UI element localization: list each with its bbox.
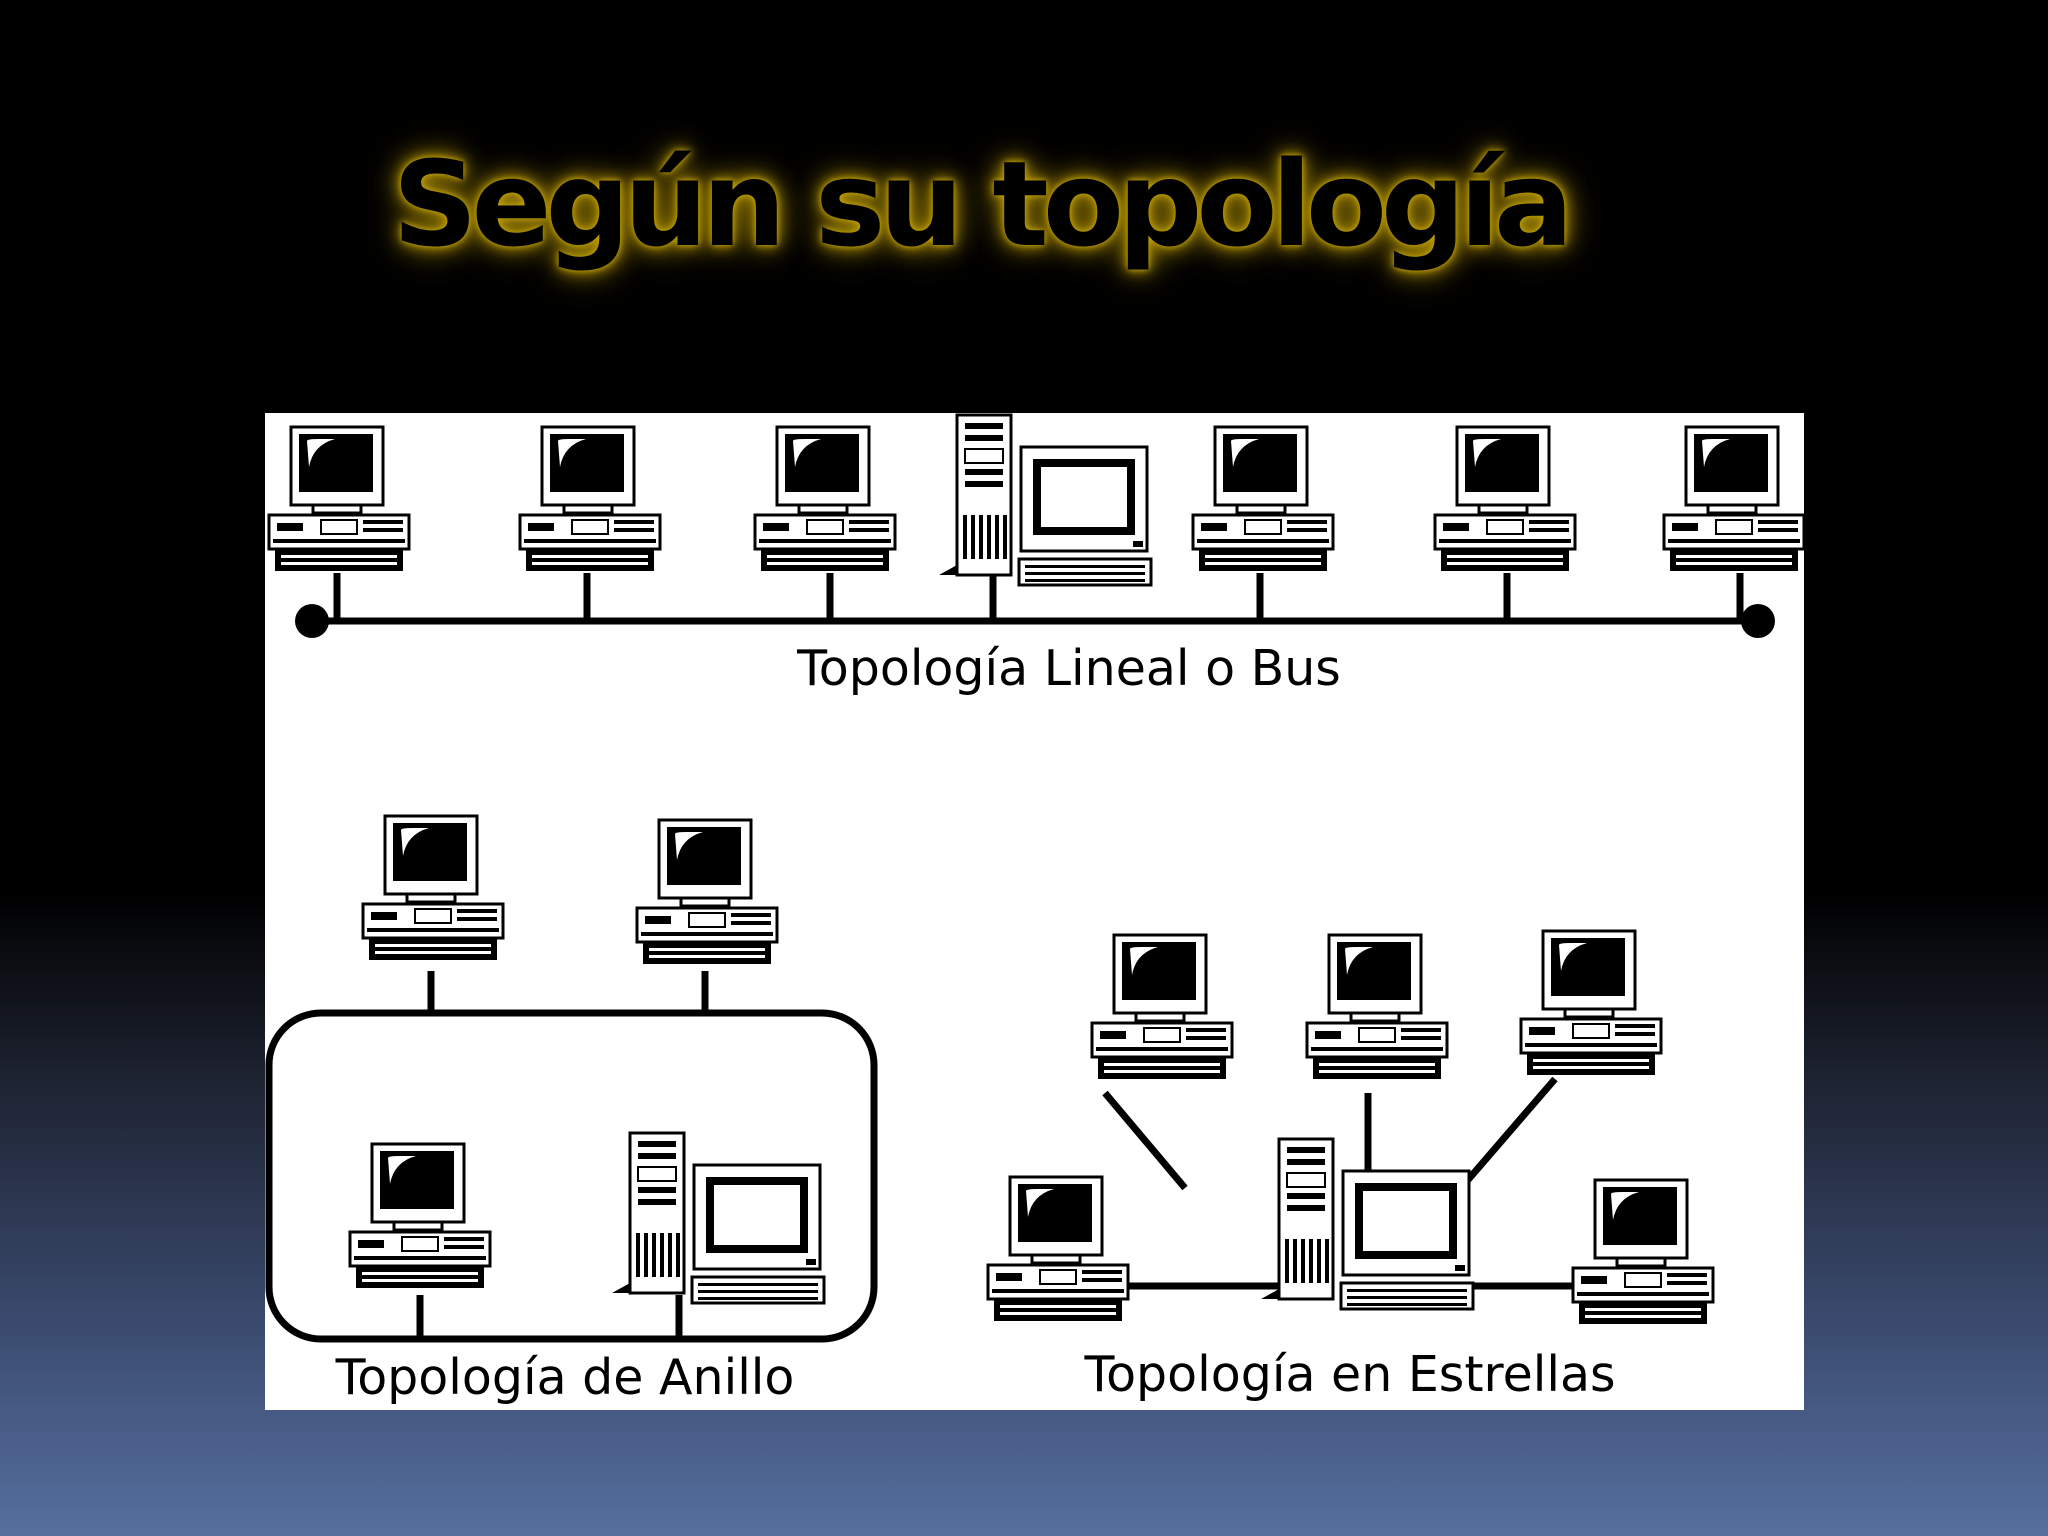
ring-loop-line xyxy=(265,1009,878,1343)
bus-drop-lines xyxy=(333,573,1744,621)
desktop-computer-icon xyxy=(348,1142,492,1290)
bus-topology: Topología Lineal o Bus xyxy=(267,413,1804,697)
desktop-computer-icon xyxy=(1662,425,1804,573)
ring-topology-caption: Topología de Anillo xyxy=(335,1349,795,1406)
star-topology-caption: Topología en Estrellas xyxy=(1083,1346,1615,1403)
topology-diagram: Topología Lineal o Bus Topología de Anil… xyxy=(265,413,1804,1406)
desktop-computer-icon xyxy=(1191,425,1335,573)
topology-diagram-panel: Topología Lineal o Bus Topología de Anil… xyxy=(265,413,1804,1410)
bus-terminator-icon xyxy=(1741,604,1775,638)
desktop-computer-icon xyxy=(518,425,662,573)
bus-terminator-icon xyxy=(295,604,329,638)
star-topology: Topología en Estrellas xyxy=(986,929,1715,1403)
desktop-computer-icon xyxy=(986,1175,1130,1323)
star-link-lines xyxy=(1102,1076,1577,1290)
desktop-computer-icon xyxy=(1090,933,1234,1081)
desktop-computer-icon xyxy=(267,425,411,573)
ring-drop-lines xyxy=(416,971,709,1339)
desktop-computer-icon xyxy=(361,814,505,962)
desktop-computer-icon xyxy=(1519,929,1663,1077)
bus-topology-caption: Topología Lineal o Bus xyxy=(796,640,1341,697)
desktop-computer-icon xyxy=(635,818,779,966)
server-tower-icon xyxy=(610,1131,826,1305)
desktop-computer-icon xyxy=(1305,933,1449,1081)
slide-title: Según su topología xyxy=(392,135,1574,273)
desktop-computer-icon xyxy=(1433,425,1577,573)
desktop-computer-icon xyxy=(753,425,897,573)
desktop-computer-icon xyxy=(1571,1178,1715,1326)
server-tower-icon xyxy=(937,413,1153,587)
ring-topology: Topología de Anillo xyxy=(265,814,878,1406)
